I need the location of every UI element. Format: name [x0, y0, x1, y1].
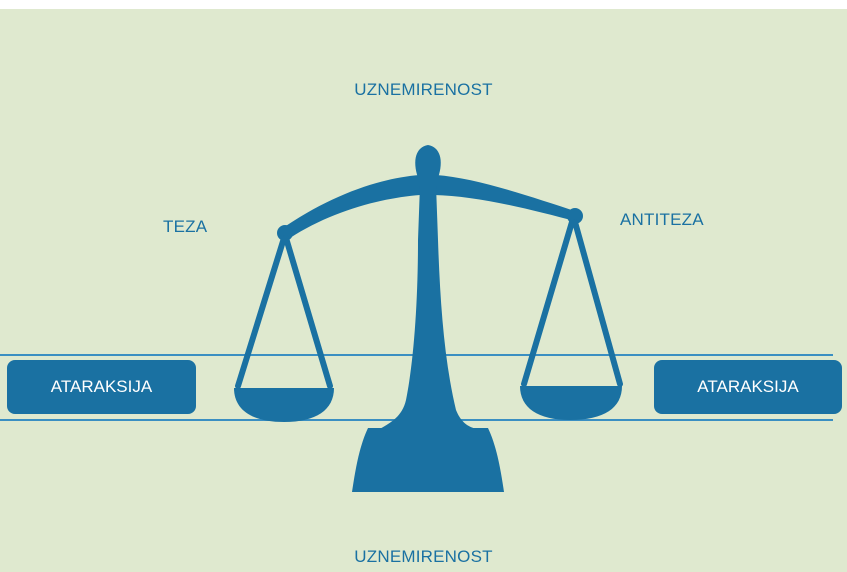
label-uznemirenost-top: UZNEMIRENOST	[354, 80, 493, 99]
ataraksija-box-right: ATARAKSIJA	[654, 360, 842, 414]
scale-pan-right	[520, 386, 622, 420]
ataraksija-box-left: ATARAKSIJA	[7, 360, 196, 414]
scale-knob	[415, 145, 441, 178]
scale-chain-right-inner	[521, 219, 575, 387]
scale-chain-left-inner	[283, 235, 333, 389]
scale-base	[352, 428, 504, 492]
label-teza: TEZA	[163, 217, 208, 236]
label-uznemirenost-bottom: UZNEMIRENOST	[354, 547, 493, 566]
ataraksija-right-label: ATARAKSIJA	[697, 377, 799, 396]
scale-beam	[280, 175, 578, 238]
scale-beam-end-left	[277, 225, 293, 241]
ataraksija-left-label: ATARAKSIJA	[50, 377, 153, 396]
label-antiteza: ANTITEZA	[620, 210, 704, 229]
scale-pan-left	[234, 388, 334, 422]
scale-post	[378, 185, 480, 430]
scale-chain-left-outer	[235, 235, 287, 389]
scale-chain-right-outer	[572, 219, 623, 387]
